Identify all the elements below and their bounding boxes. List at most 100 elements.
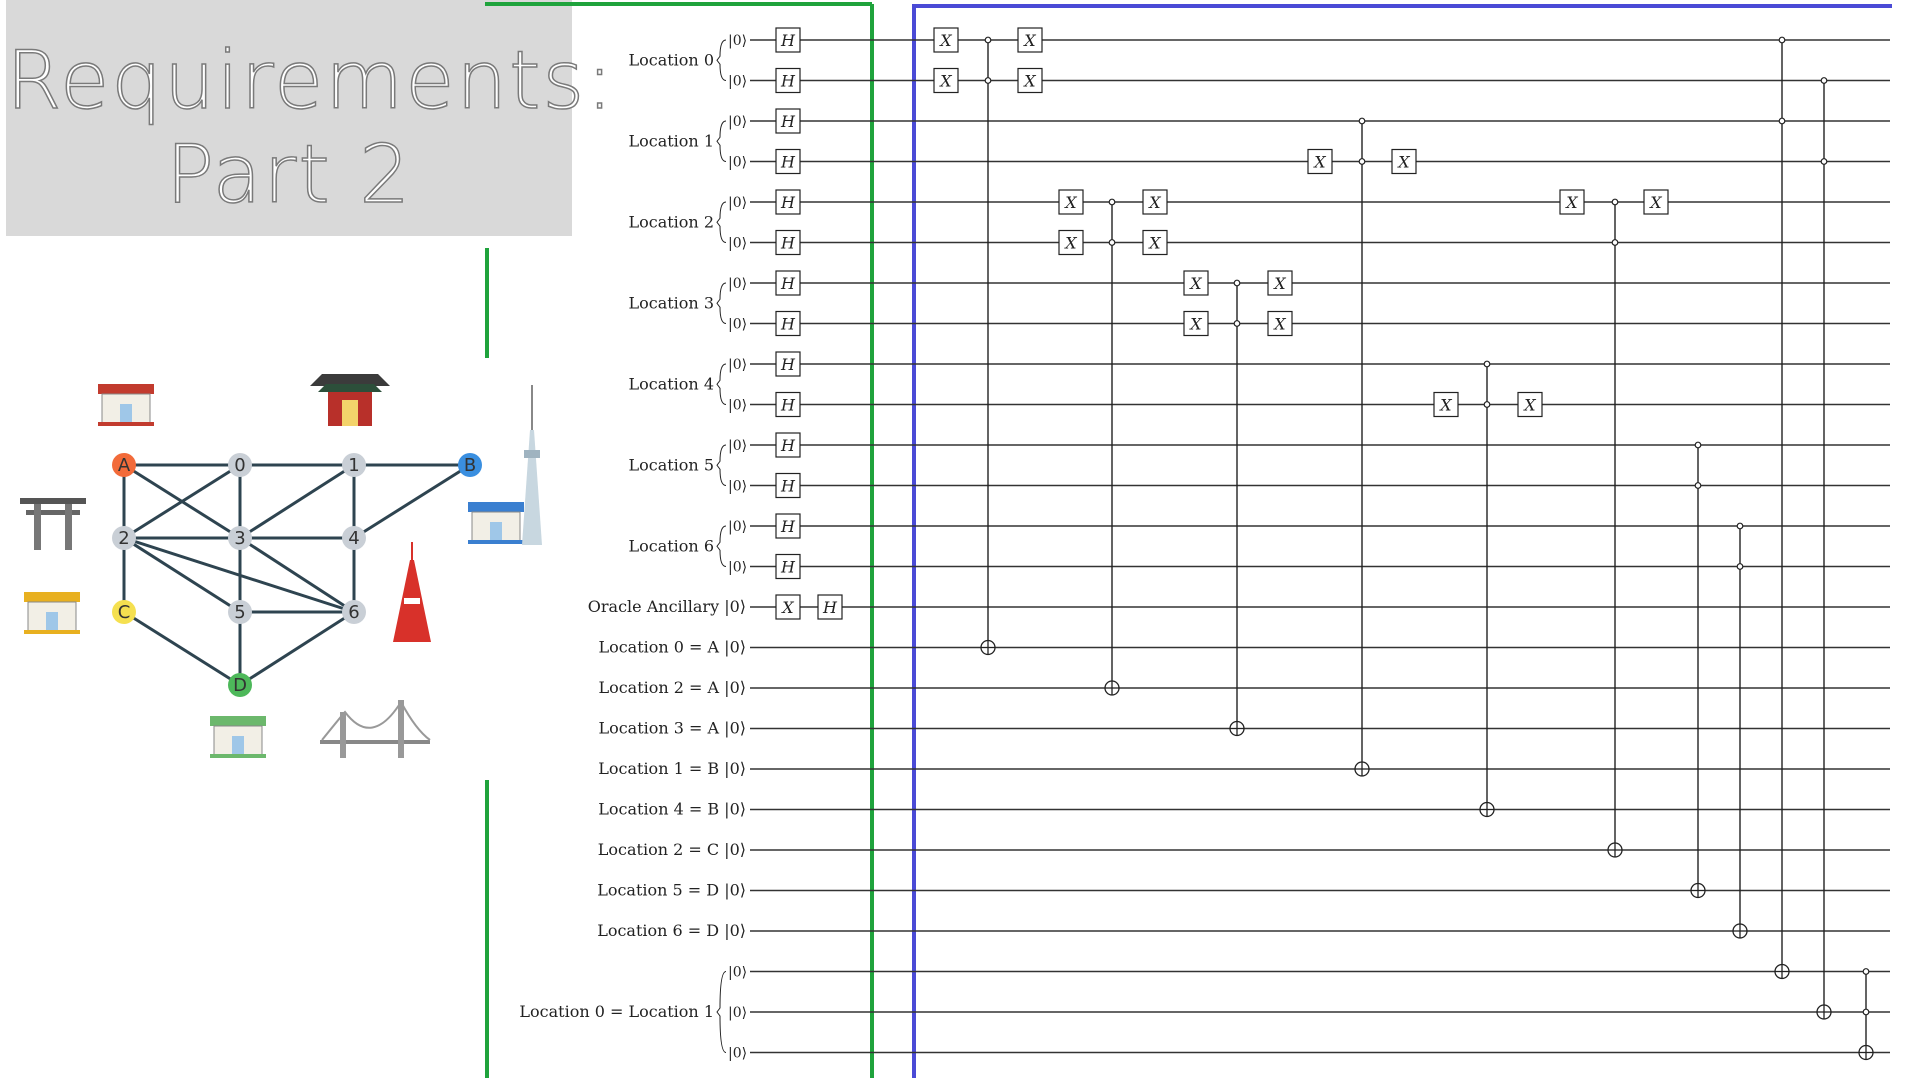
x-gate: [1391, 148, 1417, 175]
control-dot: [1108, 198, 1116, 206]
h-gate-label: H: [780, 315, 796, 334]
ket-label: |0⟩: [728, 74, 747, 90]
graph-node-label: A: [118, 455, 131, 476]
control-dot: [1483, 360, 1491, 368]
graph-edge: [239, 610, 355, 687]
check-qubit-label: Location 2 = A |0⟩: [598, 678, 746, 697]
check-qubit-label: Location 4 = B |0⟩: [598, 800, 746, 819]
control-dot: [1862, 1008, 1870, 1016]
graph-node-label: 3: [234, 528, 245, 549]
title-box: Requirements: Part 2: [5, 0, 616, 236]
graph-node: [228, 673, 252, 697]
ket-label: |0⟩: [728, 33, 747, 49]
control-dot: [1694, 441, 1702, 449]
x-gate: [1183, 310, 1209, 337]
h-gate-label: H: [780, 234, 796, 253]
graph-edge: [123, 610, 241, 687]
ket-label: |0⟩: [728, 398, 747, 414]
x-gate-label: X: [1522, 396, 1536, 415]
register-label: Location 4: [628, 374, 714, 393]
h-gate: [775, 472, 801, 499]
ket-label: |0⟩: [728, 195, 747, 211]
h-gate-label: H: [780, 477, 796, 496]
skytree-icon: [522, 385, 542, 545]
control-dot: [1358, 117, 1366, 125]
h-gate: [775, 189, 801, 215]
register-label: Location 3: [628, 293, 714, 312]
h-gate-label: H: [780, 193, 796, 212]
graph-edge: [123, 463, 241, 540]
h-gate-label: H: [780, 274, 796, 293]
x-gate-label: X: [1564, 193, 1578, 212]
graph-node-label: 1: [348, 455, 359, 476]
ket-label: |0⟩: [728, 438, 747, 454]
register-label: Location 5: [628, 455, 714, 474]
register-label: Location 2: [628, 212, 714, 231]
control-dot: [1358, 158, 1366, 165]
temple-gate-icon: [310, 374, 390, 426]
x-gate: [1433, 391, 1459, 418]
ket-label: |0⟩: [728, 276, 747, 292]
x-gate: [933, 27, 959, 53]
ket-label: |0⟩: [728, 1046, 747, 1062]
x-gate-label: X: [1188, 315, 1202, 334]
ket-label: |0⟩: [728, 155, 747, 171]
h-gate-label: H: [780, 112, 796, 131]
control-dot: [1233, 279, 1241, 287]
register-brace: [716, 201, 727, 243]
h-gate: [775, 67, 801, 94]
check-qubit-label: Location 5 = D |0⟩: [597, 881, 746, 900]
x-gate: [1017, 27, 1043, 53]
check-qubit-label: Location 3 = A |0⟩: [598, 719, 746, 738]
register-brace: [716, 39, 727, 81]
h-gate-label: H: [780, 355, 796, 374]
register-label: Location 6: [628, 536, 714, 555]
x-gate: [1267, 270, 1293, 296]
store-icon: [24, 592, 80, 634]
check-qubit-label: Location 2 = C |0⟩: [598, 840, 746, 859]
graph-node-label: D: [233, 675, 247, 696]
h-gate-label: H: [780, 396, 796, 415]
torii-icon: [20, 498, 86, 550]
control-dot: [1778, 117, 1786, 125]
control-dot: [1862, 968, 1870, 975]
x-gate-label: X: [938, 31, 952, 50]
x-gate-label: X: [1022, 31, 1036, 50]
ket-label: |0⟩: [728, 357, 747, 373]
compare-label: Location 0 = Location 1: [519, 1002, 714, 1021]
tokyo-tower-icon: [393, 542, 431, 642]
register-label: Location 1: [628, 131, 714, 150]
ancilla-label: Oracle Ancillary |0⟩: [588, 597, 746, 616]
x-gate: [1643, 189, 1669, 215]
graph-node-label: C: [118, 602, 131, 623]
x-gate-label: X: [1648, 193, 1662, 212]
x-gate-label: X: [1312, 153, 1326, 172]
graph-edge: [353, 463, 471, 540]
graph-node: [112, 600, 136, 624]
h-gate-label: H: [780, 517, 796, 536]
check-qubit-label: Location 1 = B |0⟩: [598, 759, 746, 778]
store-icon: [210, 716, 266, 758]
store-icon: [468, 502, 524, 544]
graph-node: [228, 453, 252, 477]
x-gate-label: X: [1272, 315, 1286, 334]
check-qubit-label: Location 6 = D |0⟩: [597, 921, 746, 940]
control-dot: [984, 77, 992, 84]
x-gate-label: X: [1147, 193, 1161, 212]
check-qubit-label: Location 0 = A |0⟩: [598, 638, 746, 657]
graph-node: [112, 453, 136, 477]
register-brace: [716, 120, 727, 162]
graph-edge: [239, 463, 355, 540]
slide-title-line-1: Requirements:: [5, 33, 616, 128]
control-dot: [1611, 198, 1619, 206]
x-gate: [775, 594, 801, 620]
ket-label: |0⟩: [728, 1005, 747, 1021]
graph-node: [458, 453, 482, 477]
h-gate: [775, 513, 801, 539]
control-dot: [984, 36, 992, 44]
x-gate-label: X: [1063, 193, 1077, 212]
control-dot: [1778, 36, 1786, 44]
graph-edge: [239, 536, 355, 614]
